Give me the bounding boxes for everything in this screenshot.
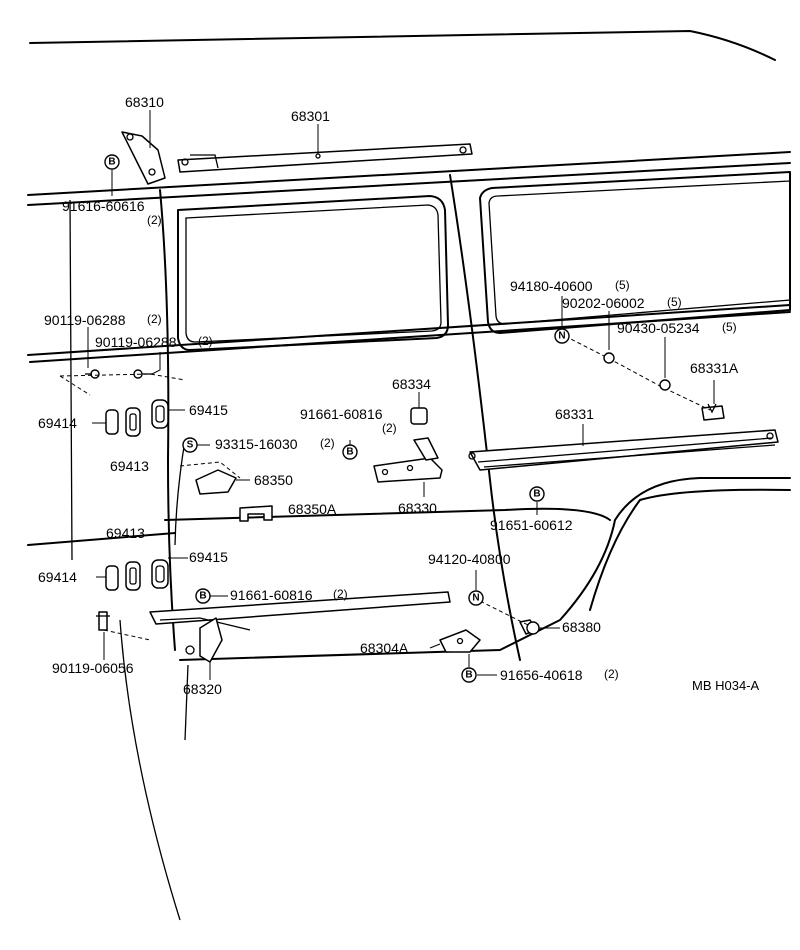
plate-68350: [195, 469, 237, 495]
roller-68331A: [701, 403, 725, 421]
bracket-68310: [121, 131, 166, 185]
clip-69413-lower: [125, 561, 141, 591]
label-68330: 68330: [398, 500, 437, 516]
bolt-90119-06288-b: [133, 369, 152, 379]
lower-rail-68304: [149, 591, 451, 631]
qty-94180-40600: (5): [615, 278, 630, 292]
label-68334: 68334: [392, 376, 431, 392]
qty-90430-05234: (5): [722, 320, 737, 334]
svg-text:B: B: [108, 157, 115, 168]
label-68301: 68301: [291, 108, 330, 124]
label-90119-06288-a: 90119-06288: [44, 312, 126, 328]
label-69414-b: 69414: [38, 569, 77, 585]
label-68331A: 68331A: [690, 360, 739, 376]
bolt-90119-06056: [96, 611, 110, 631]
leader-lines: [87, 110, 715, 680]
svg-text:B: B: [465, 670, 472, 681]
label-90430-05234: 90430-05234: [617, 320, 700, 336]
label-68331: 68331: [555, 406, 594, 422]
qty-91661-60816-a: (2): [382, 421, 397, 435]
svg-text:B: B: [199, 591, 206, 602]
label-91661-60816-b: 91661-60816: [230, 587, 313, 603]
clip-69413-upper: [125, 407, 141, 437]
clip-69415-upper: [151, 399, 169, 429]
van-body-outline: [27, 30, 791, 921]
qty-93315-16030: (2): [320, 436, 335, 450]
label-68304A: 68304A: [360, 640, 409, 656]
clip-69415-lower: [151, 559, 169, 589]
label-68350A: 68350A: [288, 501, 337, 517]
label-91616-60616: 91616-60616: [62, 198, 145, 214]
front-window: [177, 195, 449, 351]
marker-bolt-91661-b: B: [195, 588, 211, 604]
svg-text:B: B: [533, 489, 540, 500]
label-94180-40600: 94180-40600: [510, 278, 593, 294]
label-69413-b: 69413: [106, 525, 145, 541]
label-90119-06056: 90119-06056: [52, 660, 134, 676]
bracket-68320: [185, 617, 223, 663]
lower-rail-68331: [468, 429, 779, 471]
marker-washer-90430: [659, 379, 671, 391]
assembly-lines: [59, 335, 711, 641]
marker-bolt-91651: B: [529, 486, 545, 502]
diagram-code: MB H034-A: [692, 678, 760, 693]
upper-rail-68301: [177, 143, 473, 173]
svg-text:N: N: [472, 593, 479, 604]
label-69413-a: 69413: [110, 458, 149, 474]
stopper-68334: [410, 407, 428, 425]
label-69414-a: 69414: [38, 415, 77, 431]
striker-68304A: [439, 629, 481, 653]
label-69415-b: 69415: [189, 549, 228, 565]
marker-bolt-91656: B: [461, 667, 477, 683]
marker-washer-90202: [603, 352, 615, 364]
label-91661-60816-a: 91661-60816: [300, 406, 383, 422]
label-90119-06288-b: 90119-06288: [95, 334, 177, 350]
svg-text:B: B: [346, 447, 353, 458]
qty-91656-40618: (2): [604, 667, 619, 681]
marker-screw-93315: S: [182, 437, 198, 453]
qty-90119-06288-a: (2): [147, 312, 162, 326]
clip-69414-upper: [105, 409, 119, 435]
label-68320: 68320: [183, 681, 222, 697]
marker-nut-94120: N: [468, 590, 484, 606]
svg-text:S: S: [187, 440, 194, 451]
label-94120-40800: 94120-40800: [428, 551, 511, 567]
rear-window: [479, 171, 791, 334]
label-93315-16030: 93315-16030: [215, 436, 298, 452]
label-68380: 68380: [562, 619, 601, 635]
qty-91616-60616: (2): [147, 213, 162, 227]
svg-text:N: N: [558, 331, 565, 342]
qty-90202-06002: (5): [667, 295, 682, 309]
qty-90119-06288-b: (2): [198, 334, 213, 348]
label-91651-60612: 91651-60612: [490, 517, 573, 533]
center-hinge-68330: [373, 437, 443, 483]
bumper-68380: [519, 619, 540, 635]
label-91656-40618: 91656-40618: [500, 667, 583, 683]
marker-bolt-91616: B: [104, 154, 120, 170]
label-90202-06002: 90202-06002: [562, 295, 645, 311]
bolt-90119-06288-a: [85, 369, 100, 379]
marker-nut-94180: N: [554, 328, 570, 344]
label-68350: 68350: [254, 472, 293, 488]
part-labels: 68310 68301 91616-60616 (2) 90119-06288 …: [38, 94, 760, 697]
qty-91661-60816-b: (2): [333, 587, 348, 601]
label-69415-a: 69415: [189, 402, 228, 418]
marker-bolt-91661-a: B: [342, 444, 358, 460]
cover-68350A: [239, 505, 273, 522]
label-68310: 68310: [125, 94, 164, 110]
clip-69414-lower: [105, 565, 119, 591]
